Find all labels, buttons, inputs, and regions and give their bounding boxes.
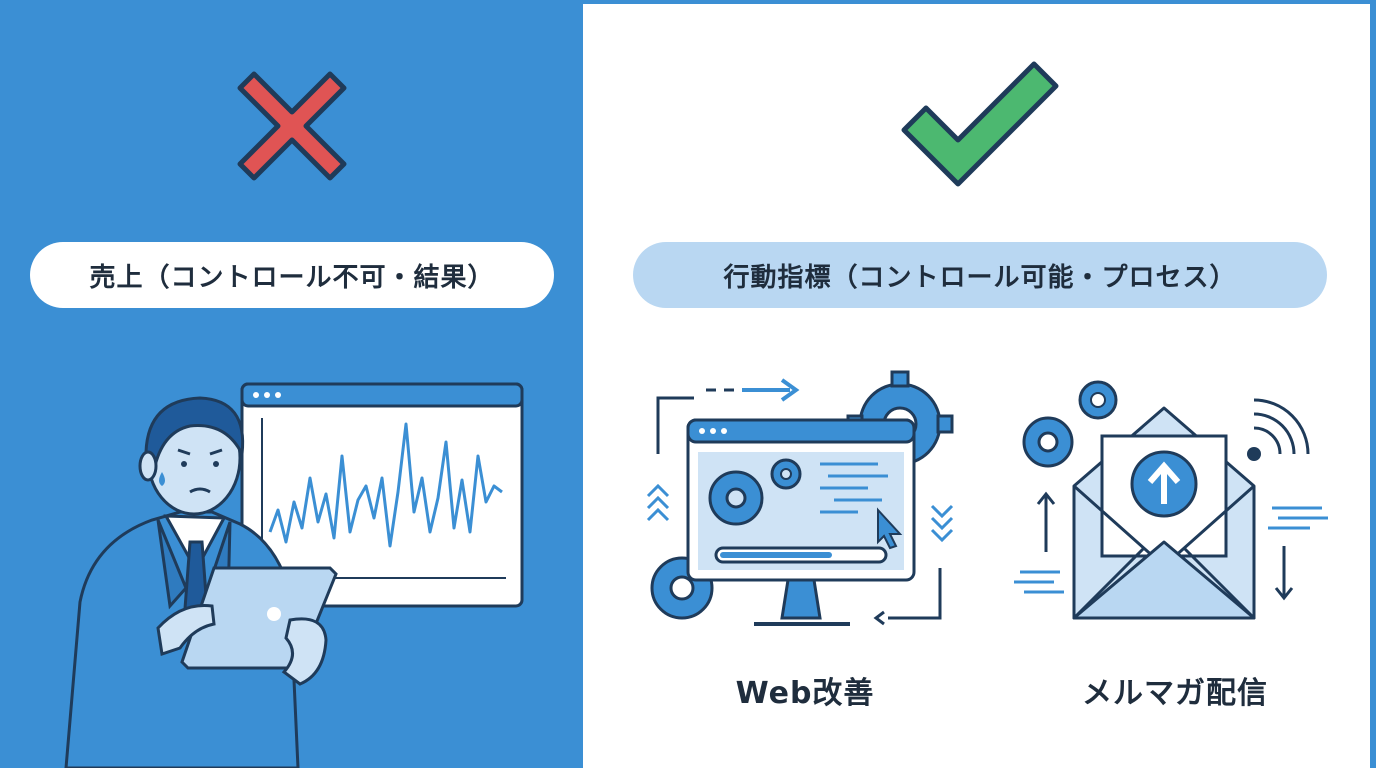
right-panel-right-border: [1370, 0, 1376, 768]
right-label-pill: 行動指標（コントロール可能・プロセス）: [633, 242, 1327, 308]
left-label: 売上（コントロール不可・結果）: [89, 262, 495, 293]
volatile-chart-window-icon: [240, 382, 524, 608]
right-panel-top-border: [583, 0, 1376, 4]
envelope-upload-icon: [1014, 380, 1328, 620]
left-label-pill: 売上（コントロール不可・結果）: [30, 242, 554, 308]
web-improvement-caption: Web改善: [735, 676, 875, 711]
monitor-gears-icon: [646, 370, 954, 626]
right-label: 行動指標（コントロール可能・プロセス）: [723, 262, 1237, 293]
cross-icon: [237, 71, 347, 181]
check-icon: [901, 61, 1059, 187]
worried-businessman-icon: [64, 396, 338, 768]
newsletter-caption: メルマガ配信: [1082, 676, 1268, 711]
